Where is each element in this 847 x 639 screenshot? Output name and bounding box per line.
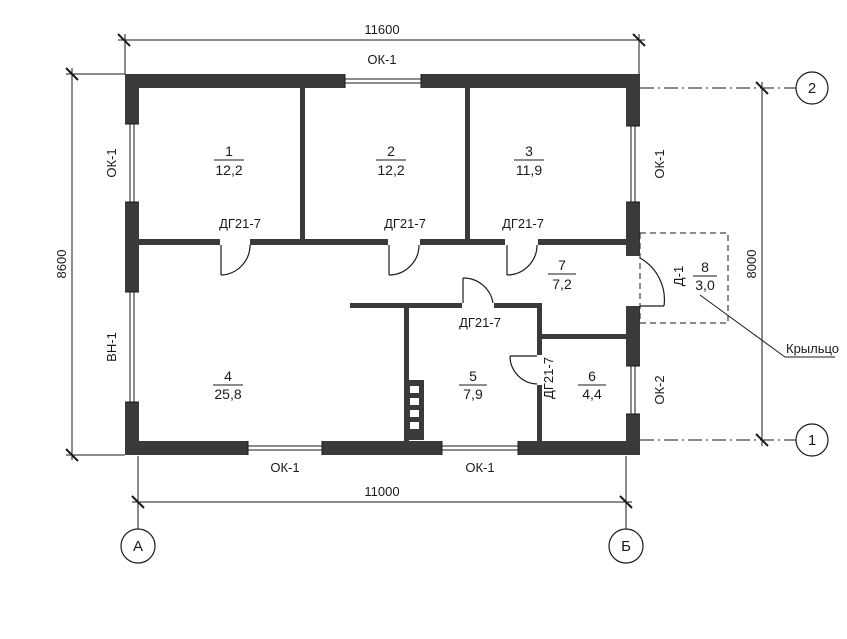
svg-text:7,2: 7,2 (552, 276, 572, 292)
axis-marker-b (608, 528, 644, 564)
svg-text:3,0: 3,0 (695, 277, 715, 293)
axis-marker-1 (795, 423, 829, 457)
svg-text:5: 5 (469, 368, 477, 384)
svg-text:11,9: 11,9 (516, 162, 542, 178)
room-7: 7 7,2 (548, 257, 576, 292)
svg-text:25,8: 25,8 (214, 386, 241, 402)
svg-text:12,2: 12,2 (377, 162, 404, 178)
dimension-lines (65, 33, 769, 530)
window-label-left-bottom: ВН-1 (104, 332, 119, 362)
interior-walls (139, 88, 626, 441)
door-label-entry: Д-1 (671, 266, 686, 286)
dim-right: 8000 (744, 250, 759, 279)
svg-text:3: 3 (525, 143, 533, 159)
dim-top: 11600 (364, 22, 399, 37)
room-3: 3 11,9 (514, 143, 544, 178)
wall-bottom (125, 441, 640, 455)
svg-text:1: 1 (225, 143, 233, 159)
axis-label-1: 1 (808, 432, 816, 449)
svg-text:7: 7 (558, 257, 566, 273)
window-label-right-top: ОК-1 (652, 149, 667, 178)
room-5: 5 7,9 (459, 368, 487, 402)
stove (406, 380, 424, 440)
svg-text:2: 2 (387, 143, 395, 159)
axis-marker-2 (795, 71, 829, 105)
svg-text:4,4: 4,4 (582, 386, 602, 402)
window-label-bottom-right: ОК-1 (465, 460, 494, 475)
window-label-top: ОК-1 (367, 52, 396, 67)
svg-text:12,2: 12,2 (215, 162, 242, 178)
svg-text:8: 8 (701, 259, 709, 275)
window-label-left-top: ОК-1 (104, 148, 119, 177)
axis-label-b: Б (621, 538, 631, 555)
window-label-bottom-left: ОК-1 (270, 460, 299, 475)
room-8: 8 3,0 (693, 259, 717, 293)
porch-callout-label: Крыльцо (786, 341, 839, 356)
windows (125, 74, 640, 455)
room-labels: 1 12,2 2 12,2 3 11,9 4 25,8 5 7,9 6 4,4 (213, 143, 717, 402)
svg-text:4: 4 (224, 368, 232, 384)
window-label-right-bottom: ОК-2 (652, 375, 667, 404)
axis-markers (120, 71, 829, 564)
svg-text:6: 6 (588, 368, 596, 384)
door-label-5: ДГ21-7 (541, 357, 556, 399)
door-label-4: ДГ21-7 (459, 315, 501, 330)
room-2: 2 12,2 (376, 143, 406, 178)
axis-marker-a (120, 528, 156, 564)
door-label-2: ДГ21-7 (384, 216, 426, 231)
room-6: 6 4,4 (578, 368, 606, 402)
svg-text:7,9: 7,9 (463, 386, 483, 402)
room-4: 4 25,8 (213, 368, 243, 402)
porch-outline (639, 232, 729, 324)
dim-bottom: 11000 (364, 484, 399, 499)
axis-label-2: 2 (808, 80, 816, 97)
callout-leader (699, 294, 786, 358)
axis-label-a: А (133, 538, 143, 555)
room-1: 1 12,2 (214, 143, 244, 178)
dim-left: 8600 (54, 250, 69, 279)
door-label-3: ДГ21-7 (502, 216, 544, 231)
door-swings (220, 244, 665, 385)
axis-lines (137, 87, 797, 528)
door-label-1: ДГ21-7 (219, 216, 261, 231)
